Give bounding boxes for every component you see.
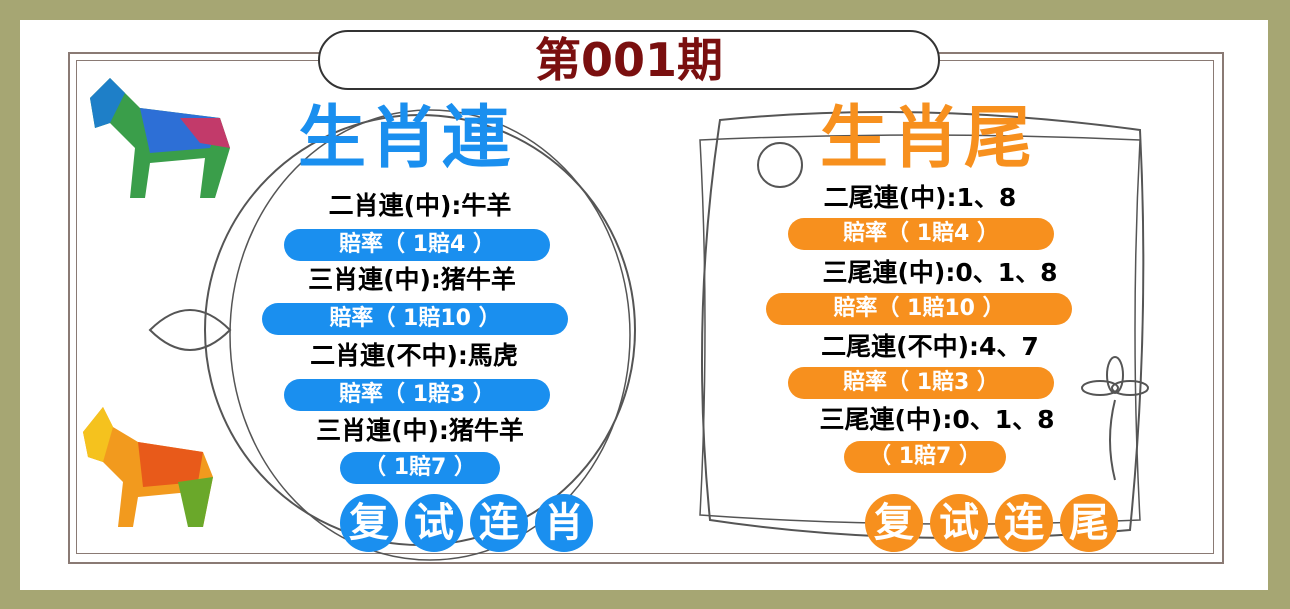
left-footer-char-4: 肖 [535,494,593,552]
right-odds-2: 賠率（ 1賠10 ） [766,293,1072,325]
right-footer-char-2: 试 [930,494,988,552]
right-footer-char-4: 尾 [1060,494,1118,552]
right-line-1: 二尾連(中):1、8 [823,183,1017,212]
left-line-1: 二肖連(中):牛羊 [328,191,512,220]
left-footer-char-1: 复 [340,494,398,552]
goat-illustration [90,78,230,198]
left-line-2: 三肖連(中):猪牛羊 [308,265,516,294]
left-title: 生肖連 [298,99,515,178]
left-odds-2: 賠率（ 1賠10 ） [262,303,568,335]
left-line-3: 二肖連(不中):馬虎 [310,341,518,370]
left-footer-char-3: 连 [470,494,528,552]
left-odds-1: 賠率（ 1賠4 ） [284,229,550,261]
left-odds-3: 賠率（ 1賠3 ） [284,379,550,411]
left-footer-char-2: 试 [405,494,463,552]
right-odds-3: 賠率（ 1賠3 ） [788,367,1054,399]
right-title: 生肖尾 [820,99,1037,178]
right-line-3: 二尾連(不中):4、7 [821,332,1039,361]
left-line-4: 三肖連(中):猪牛羊 [316,416,524,445]
issue-title: 第001期 [318,30,940,90]
dog-illustration [83,407,213,527]
right-footer-char-1: 复 [865,494,923,552]
right-odds-4: （ 1賠7 ） [844,441,1006,473]
right-line-2: 三尾連(中):0、1、8 [822,258,1058,287]
right-footer-char-3: 连 [995,494,1053,552]
left-odds-4: （ 1賠7 ） [340,452,500,484]
right-line-4: 三尾連(中):0、1、8 [819,405,1055,434]
right-odds-1: 賠率（ 1賠4 ） [788,218,1054,250]
